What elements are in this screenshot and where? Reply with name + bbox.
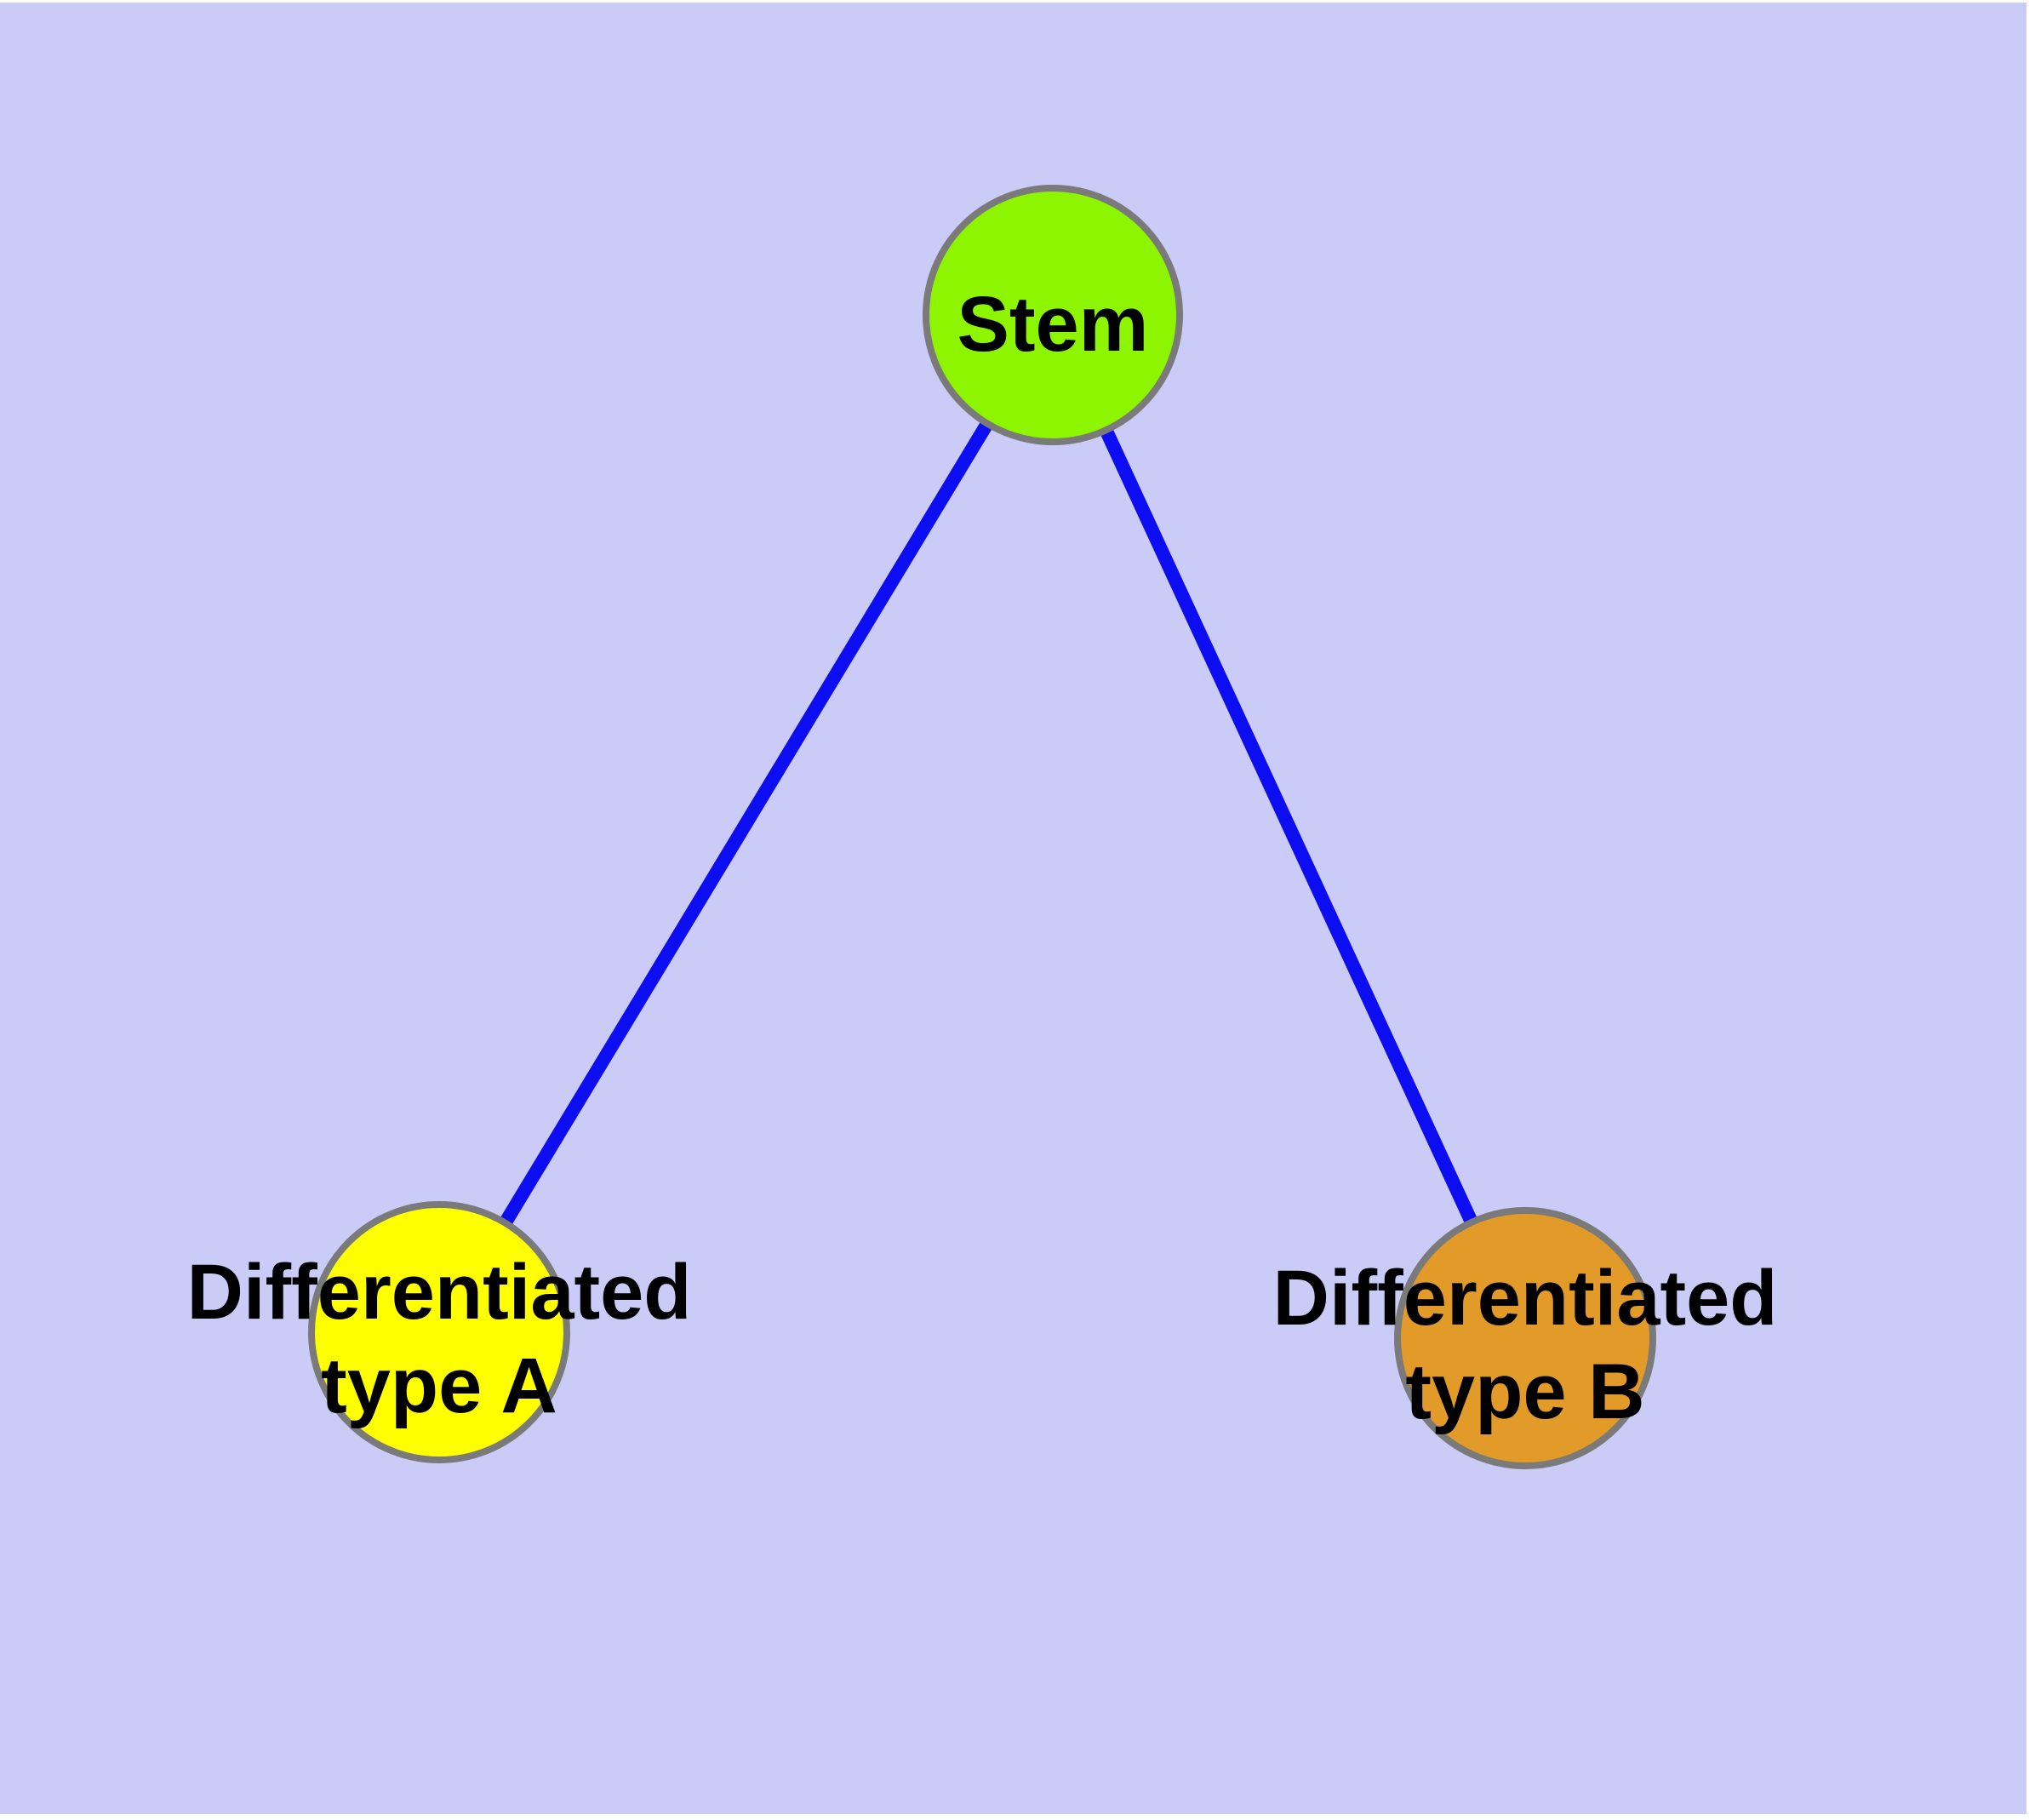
edge-stem-to-type-a — [433, 311, 1059, 1336]
node-type-b-circle — [1394, 1207, 1656, 1469]
node-type-a-circle — [308, 1201, 570, 1463]
edge-stem-to-type-b — [1046, 312, 1532, 1342]
node-type-b-label-line-2: type B — [1405, 1348, 1644, 1435]
node-type-b-label-line-1: Differentiated — [1273, 1255, 1778, 1342]
node-stem-label: Stem — [957, 281, 1149, 368]
node-stem-circle — [923, 185, 1183, 445]
node-type-a-label-line-2: type A — [321, 1342, 557, 1429]
node-type-a-label-line-1: Differentiated — [187, 1249, 692, 1336]
